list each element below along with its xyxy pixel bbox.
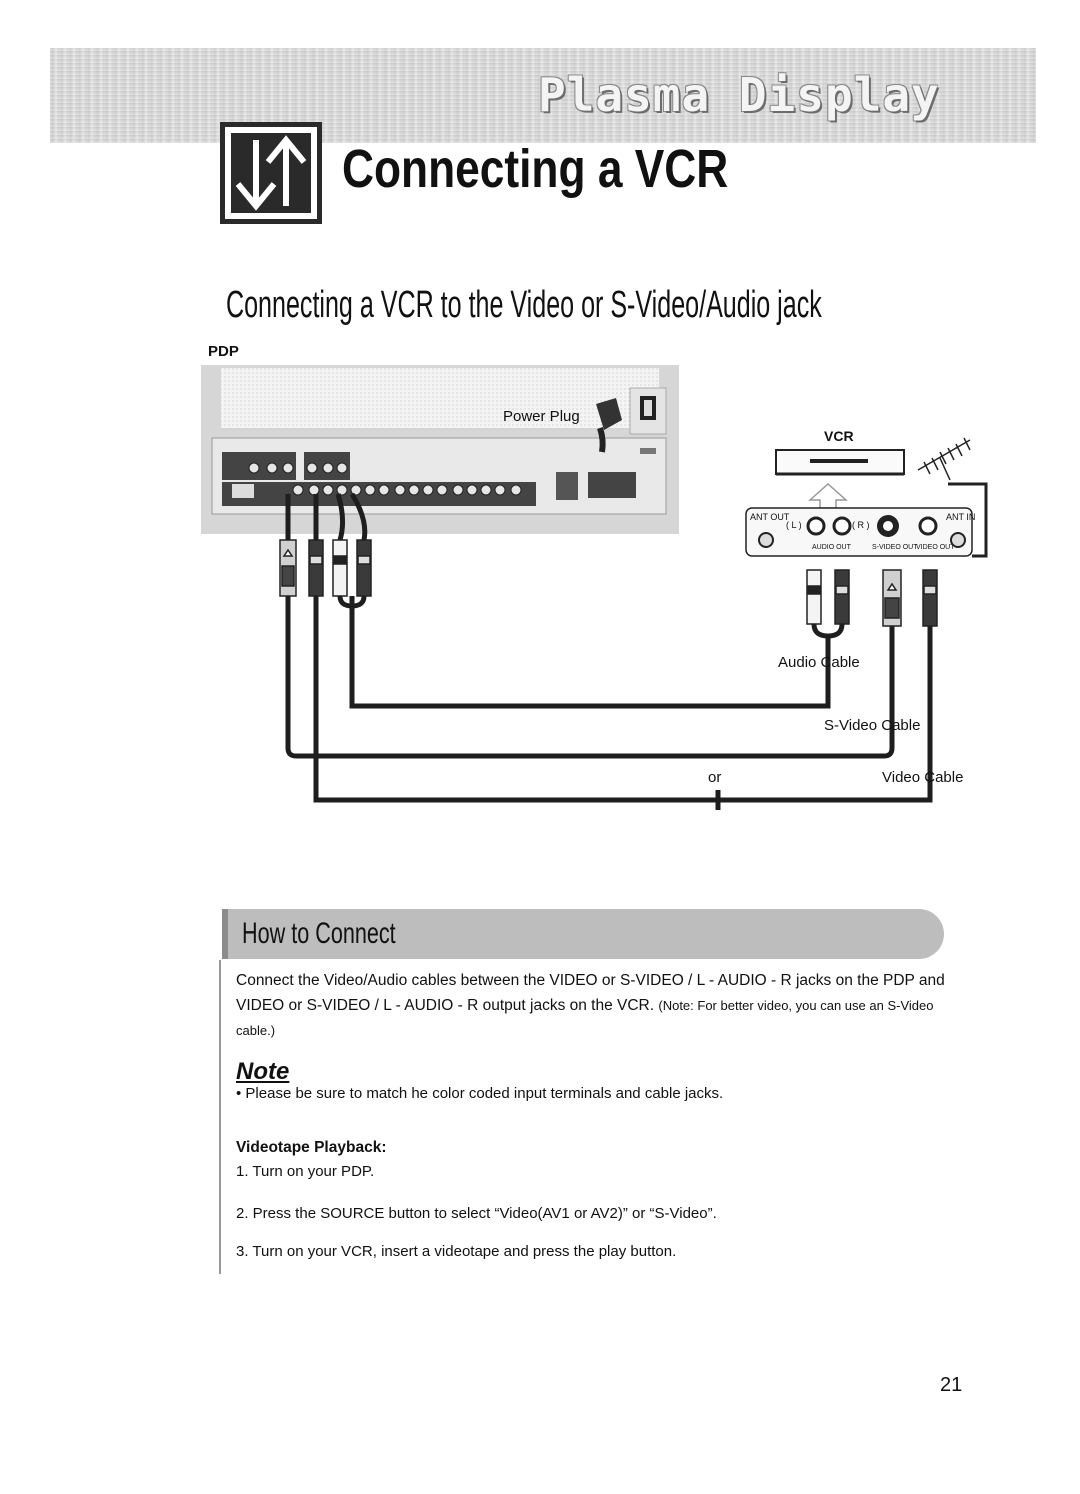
vcr-back-panel: ANT OUT ANT IN ( L ) ( R ) AUDIO OUT S-V… <box>745 507 975 557</box>
vcr-label: VCR <box>824 428 854 444</box>
power-plug-icon: Power Plug <box>503 387 667 453</box>
header-banner: Plasma Display <box>50 48 1036 143</box>
video-cable-label: Video Cable <box>882 769 963 786</box>
ant-out-label: ANT OUT <box>750 512 790 522</box>
pdp-label: PDP <box>208 343 239 360</box>
banner-title: Plasma Display <box>538 68 940 122</box>
note-item: • Please be sure to match he color coded… <box>236 1085 724 1102</box>
videotape-playback-heading: Videotape Playback: <box>236 1139 387 1156</box>
left-channel-label: ( L ) <box>786 520 802 530</box>
step-3: 3. Turn on your VCR, insert a videotape … <box>236 1243 677 1260</box>
pdp-cable-plugs <box>279 539 372 597</box>
antenna-icon <box>917 437 971 481</box>
left-divider <box>219 960 221 1274</box>
how-to-connect-header: How to Connect <box>222 909 944 959</box>
page-number: 21 <box>940 1374 963 1396</box>
how-to-connect-paragraph: Connect the Video/Audio cables between t… <box>236 968 948 1043</box>
up-down-arrows-icon <box>220 122 322 224</box>
svideo-out-label: S-VIDEO OUT <box>872 544 918 551</box>
how-to-connect-title: How to Connect <box>242 917 396 950</box>
step-2: 2. Press the SOURCE button to select “Vi… <box>236 1205 717 1222</box>
ant-in-label: ANT IN <box>946 512 975 522</box>
video-out-label: VIDEO OUT <box>916 544 955 551</box>
arrow-up-icon <box>808 482 848 509</box>
power-plug-label: Power Plug <box>503 408 580 425</box>
audio-cable-label: Audio Cable <box>778 654 860 671</box>
note-title: Note <box>236 1058 290 1085</box>
right-channel-label: ( R ) <box>852 520 870 530</box>
connection-diagram: PDP Power Plug VCR <box>201 343 988 810</box>
cables <box>285 492 933 810</box>
paragraph-main-text: Connect the Video/Audio cables between t… <box>236 972 945 1014</box>
or-label: or <box>708 769 721 786</box>
pdp-back-panel <box>201 365 679 534</box>
svideo-cable-label: S-Video Cable <box>824 717 920 734</box>
vcr-device <box>775 449 905 476</box>
audio-out-label: AUDIO OUT <box>812 544 852 551</box>
paragraph-note-text: (Note: For better video, you can use an … <box>236 998 934 1038</box>
page-title: Connecting a VCR <box>342 139 729 199</box>
step-1: 1. Turn on your PDP. <box>236 1163 375 1180</box>
vcr-cable-plugs <box>806 569 938 627</box>
section-subtitle: Connecting a VCR to the Video or S-Video… <box>226 284 822 326</box>
